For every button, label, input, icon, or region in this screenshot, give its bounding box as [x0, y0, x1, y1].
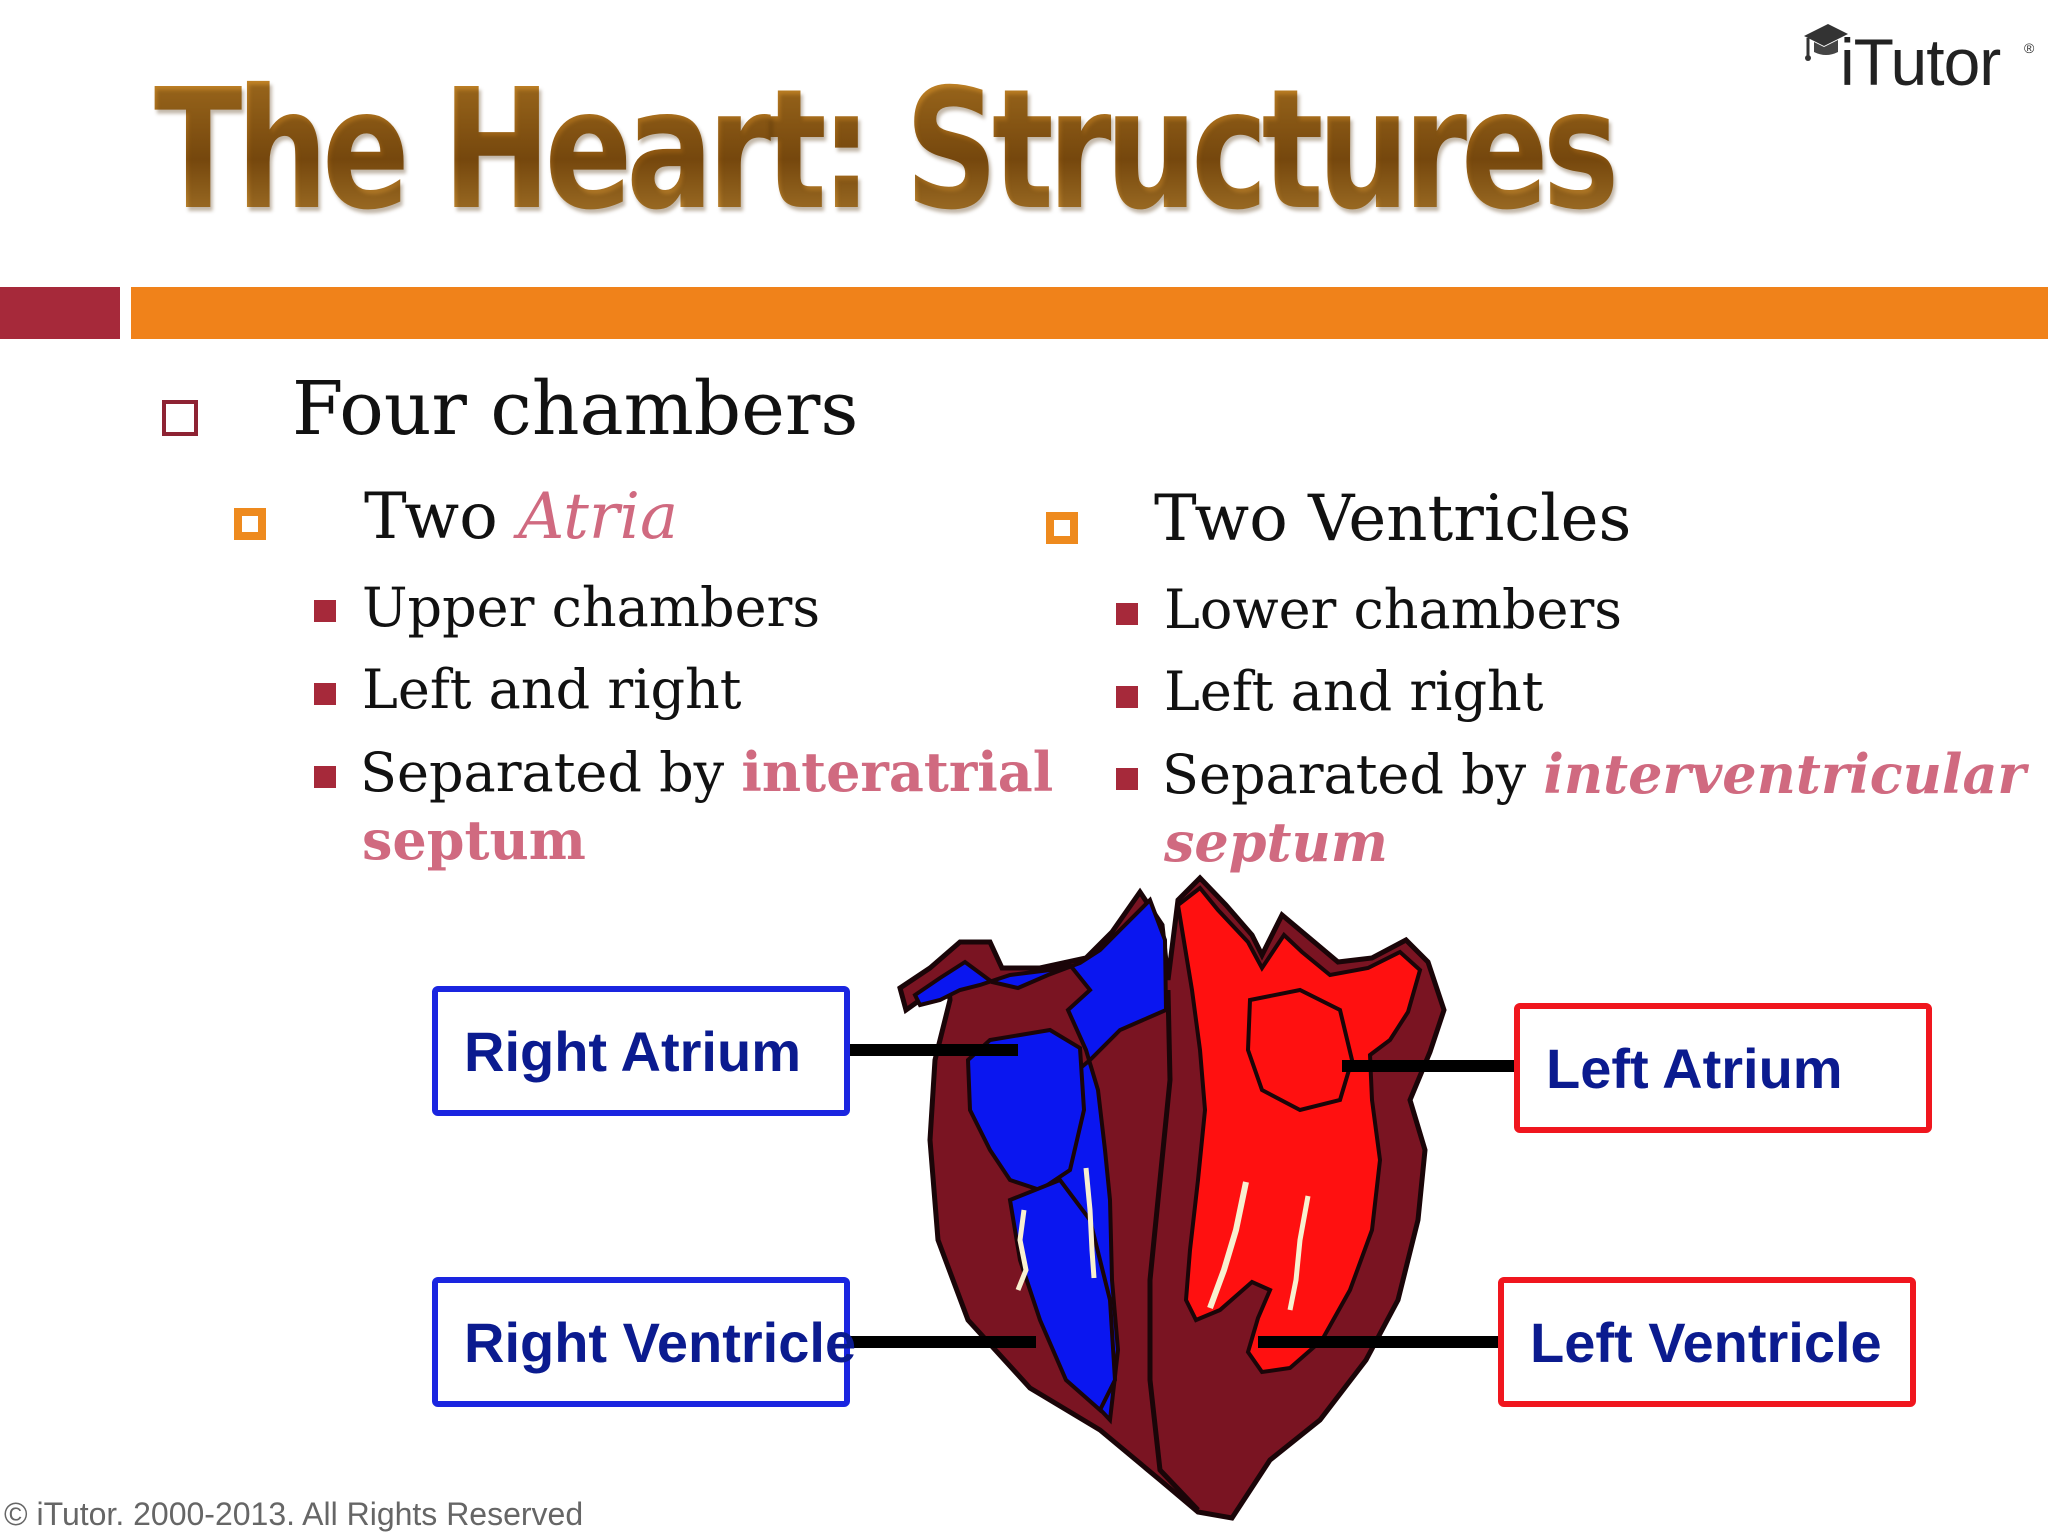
tricuspid-chordae	[1015, 1209, 1029, 1291]
tricuspid-chordae	[1083, 1167, 1097, 1279]
interatrial-term: interatrial	[741, 740, 1054, 804]
filled-square-bullet-icon	[314, 766, 336, 788]
atria-heading-prefix: Two	[364, 480, 519, 554]
atria-item-3: Separated by interatrial	[360, 740, 1053, 804]
logo-text: iTutor	[1840, 25, 2001, 99]
graduation-cap-icon	[1804, 24, 1848, 61]
registered-mark: ®	[2024, 40, 2035, 56]
label-left-atrium: Left Atrium	[1514, 1003, 1932, 1133]
main-bullet-text: Four chambers	[292, 366, 859, 452]
mitral-chordae	[1287, 1195, 1311, 1311]
label-left-ventricle: Left Ventricle	[1498, 1277, 1916, 1407]
ventricles-item-3: Separated by interventricular	[1162, 742, 2026, 806]
atria-heading-accent: Atria	[518, 480, 679, 554]
copyright-footer: © iTutor. 2000-2013. All Rights Reserved	[4, 1496, 584, 1532]
divider-bar-right	[131, 287, 2048, 339]
atria-item-2: Left and right	[362, 658, 742, 721]
filled-square-bullet-icon	[314, 600, 336, 622]
interventricular-term: interventricular	[1543, 742, 2026, 806]
filled-square-bullet-icon	[1116, 686, 1138, 708]
left-heart-chambers	[1175, 885, 1423, 1375]
right-atrium-region	[965, 1027, 1087, 1193]
slide-title: The Heart: Structures	[154, 54, 1620, 247]
mitral-chordae	[1207, 1181, 1249, 1310]
ventricles-item-1: Lower chambers	[1164, 578, 1622, 641]
hollow-square-bullet-icon	[162, 400, 198, 436]
itutor-logo: iTutor ®	[1798, 18, 2038, 99]
atria-item-3-text: Separated by	[360, 741, 742, 804]
ventricles-heading: Two Ventricles	[1154, 482, 1632, 556]
atria-item-1: Upper chambers	[362, 576, 821, 639]
septum-line	[1147, 989, 1200, 1512]
filled-square-bullet-icon	[314, 683, 336, 705]
left-atrium-region	[1245, 987, 1355, 1113]
label-right-ventricle: Right Ventricle	[432, 1277, 856, 1407]
divider-bar-left	[0, 287, 120, 339]
ventricles-item-3-text: Separated by	[1162, 743, 1544, 806]
orange-square-bullet-icon	[1046, 512, 1078, 544]
right-ventricle-region	[1007, 1177, 1118, 1414]
label-right-atrium: Right Atrium	[432, 986, 850, 1116]
filled-square-bullet-icon	[1116, 768, 1138, 790]
filled-square-bullet-icon	[1116, 603, 1138, 625]
orange-square-bullet-icon	[234, 508, 266, 540]
interventricular-septum-term: septum	[1164, 810, 1388, 874]
atria-heading: Two Atria	[364, 480, 678, 554]
ventricles-item-2: Left and right	[1164, 660, 1544, 723]
interatrial-septum-term: septum	[362, 808, 586, 872]
